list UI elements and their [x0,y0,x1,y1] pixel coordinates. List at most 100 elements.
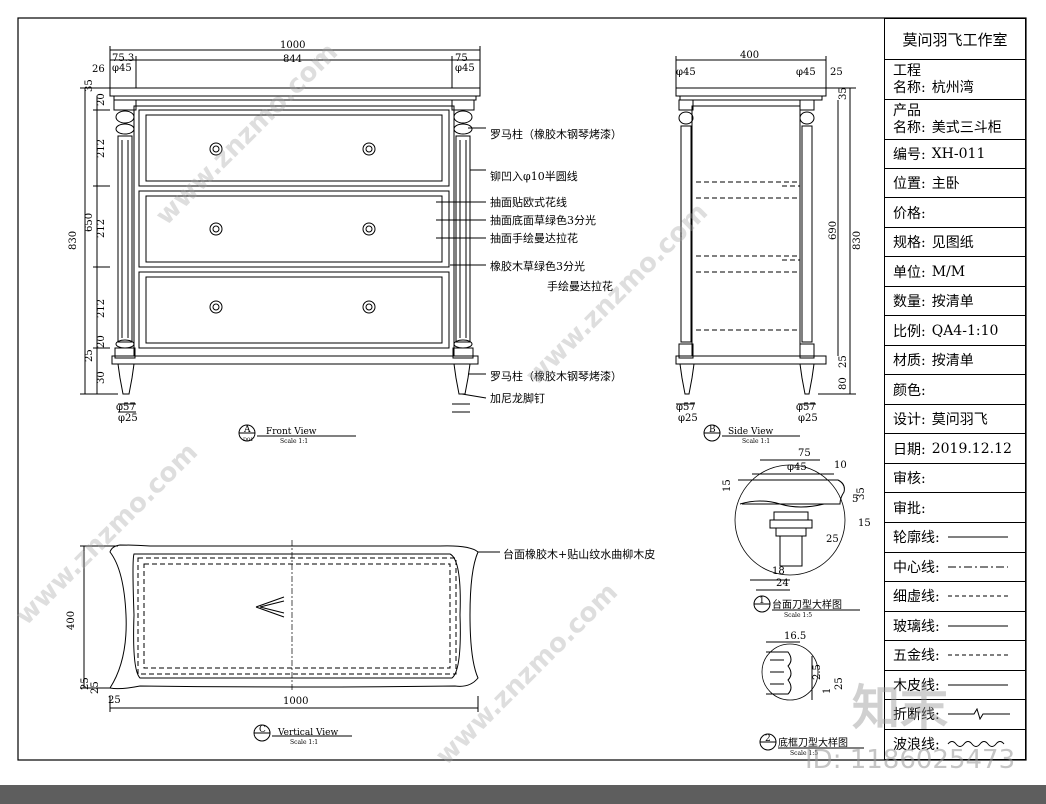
front-dim-top2: 20 [96,93,107,106]
material-value: 按清单 [931,353,974,369]
top-dim-left-small1: 25 [80,677,91,690]
callout-drawer-mandala: 抽面手绘曼达拉花 [490,231,578,245]
cad-drawing: 1000 844 75.3 75 φ45 φ45 26 830 650 212 … [17,17,1027,761]
front-label-tag: D01 [243,437,253,443]
front-dim-left-dia: φ45 [112,63,132,74]
detail1-dim-c: 10 [834,460,847,471]
product-value: 美式三斗柜 [931,119,1002,136]
callout-drawer-base-color: 抽面底面草绿色3分光 [490,213,596,227]
top-label-letter: C [259,725,266,735]
front-dim-inner: 844 [283,54,302,65]
side-dim-l1: φ57 [676,402,696,413]
front-label-title: Front View [266,427,317,437]
detail1-dim-f: 5 [852,494,858,505]
detail2-label-scale: Scale 1:5 [790,750,818,757]
price-label: 价格: [893,205,926,222]
tb-material: 材质:按清单 [885,346,1025,375]
detail-1 [734,459,846,591]
detail-2-label: 2 底框刀型大样图 Scale 1:5 [759,733,864,757]
tb-number: 编号:XH-011 [885,140,1025,169]
studio-name: 莫问羽飞工作室 [902,30,1008,49]
detail-1-texts: 75 φ45 10 15 35 5 15 25 18 24 [722,448,871,589]
legend-row: 细虚线: [885,582,1025,612]
callout-drawer-molding: 抽面贴欧式花线 [490,195,567,209]
spec-value: 见图纸 [931,235,974,251]
front-left-foot [117,363,135,395]
detail1-dim-i: 18 [772,566,785,577]
drawing-frame [17,17,1027,761]
legend-line-sample [947,536,1008,538]
front-dim-foot-dia1: φ57 [116,402,136,413]
tb-scale: 比例:QA4-1:10 [885,316,1025,346]
legend-label: 中心线: [893,559,940,576]
project-label: 工程 名称:杭州湾 [893,63,974,97]
detail1-label-title: 台面刀型大样图 [772,598,842,611]
side-label-title: Side View [728,427,774,437]
tb-designer: 设计:莫问羽飞 [885,405,1025,434]
side-dim-d1: 35 [838,87,849,100]
bottom-bar [0,785,1046,804]
front-drawer-3 [138,271,450,349]
designer-label: 设计: [893,412,926,428]
side-dim-left-dia: φ45 [676,67,696,78]
legend-line-sample [947,741,1005,748]
front-view-texts: 1000 844 75.3 75 φ45 φ45 26 830 650 212 … [68,40,622,424]
front-right-foot [453,363,471,395]
legend-line-sample [947,684,1008,686]
front-label-scale: Scale 1:1 [280,438,308,445]
side-dim-l2: φ25 [678,413,698,424]
tb-studio: 莫问羽飞工作室 [885,19,1025,60]
front-left-column [113,99,137,359]
project-label-1: 工程 [893,62,921,79]
top-dim-width: 1000 [283,696,308,707]
legend-label: 轮廓线: [893,530,940,547]
front-right-column [451,99,475,359]
tb-date: 日期:2019.12.12 [885,434,1025,464]
tb-product: 产品 名称:美式三斗柜 [885,100,1025,140]
legend-row: 五金线: [885,641,1025,671]
detail1-dim-g: 15 [858,518,871,529]
side-dim-r1: φ57 [796,402,816,413]
front-view-label: A D01 Front View Scale 1:1 [238,424,356,445]
side-dim-overall: 400 [740,50,759,61]
callout-groove: 铆凹入φ10半圆线 [490,169,578,183]
detail2-label-number: 2 [765,734,771,744]
detail2-dim-c: 25 [834,677,845,690]
front-dim-right-dia: φ45 [455,63,475,74]
top-dim-depth: 400 [66,611,77,630]
project-value: 杭州湾 [931,79,974,96]
legend-row: 折断线: [885,700,1025,730]
top-dim-left-small2: 25 [90,681,101,694]
detail1-dim-h: 25 [826,534,839,545]
unit-label: 单位: [893,264,926,281]
side-view-label: B Side View Scale 1:1 [703,424,800,445]
qty-label: 数量: [893,294,926,310]
legend-row: 玻璃线: [885,612,1025,641]
top-dim-bottom-small: 25 [108,695,121,706]
tb-project: 工程 名称:杭州湾 [885,60,1025,100]
front-dim-d3: 212 [96,299,107,318]
location-label: 位置: [893,176,926,192]
qty-value: 按清单 [931,294,974,310]
legend-line-sample [947,625,1008,627]
side-dim-right-small: 25 [830,67,843,78]
detail-2 [761,641,819,701]
legend-line-sample [947,595,1008,597]
tb-price: 价格: [885,198,1025,228]
detail1-dim-j: 24 [776,578,789,589]
legend-label: 木皮线: [893,677,940,694]
number-value: XH-011 [931,146,986,162]
scale-label: 比例: [893,323,926,340]
callout-nylon-feet: 加尼龙脚钉 [490,391,545,405]
title-block: 莫问羽飞工作室 工程 名称:杭州湾 产品 名称:美式三斗柜 编号:XH-011 … [884,18,1026,760]
top-label-title: Vertical View [277,728,338,738]
product-label: 产品 名称:美式三斗柜 [893,103,1002,137]
side-view [675,56,856,405]
detail1-label-scale: Scale 1:5 [784,612,812,619]
front-dim-left-offset: 75.3 [112,53,134,64]
front-dim-left-small: 26 [92,64,105,75]
detail-2-texts: 16.5 2.5 25 1 [784,631,845,694]
tb-color: 颜色: [885,375,1025,405]
spec-label: 规格: [893,235,926,251]
side-dim-d5: 80 [838,377,849,390]
